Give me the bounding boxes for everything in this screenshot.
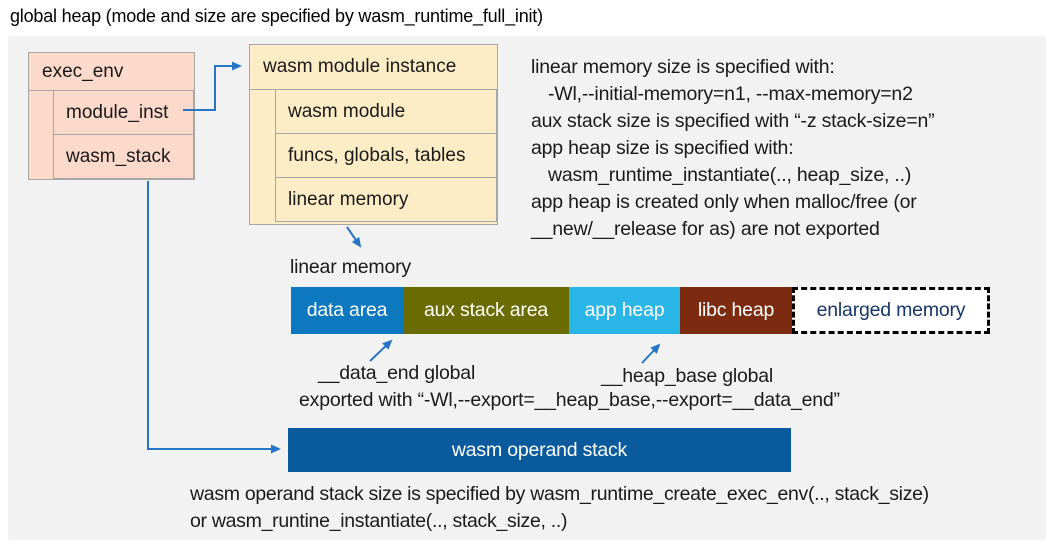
wasm-operand-stack-label: wasm operand stack [451, 438, 628, 461]
wasm-module-instance-box: wasm module instance wasm module funcs, … [249, 44, 498, 225]
operand-stack-notes: wasm operand stack size is specified by … [190, 481, 929, 535]
segment-libc-heap: libc heap [680, 287, 792, 334]
note-line: __new/__release for as) are not exported [531, 218, 880, 240]
linear-memory-bar-label: linear memory [290, 256, 411, 278]
note-line: or wasm_runtine_instantiate(.., stack_si… [190, 510, 568, 532]
module-row-wasm-module: wasm module [275, 89, 497, 134]
module-row-linear-memory: linear memory [275, 177, 497, 222]
exec-env-row-module-inst: module_inst [53, 90, 194, 135]
wasm-operand-stack-bar: wasm operand stack [288, 428, 791, 472]
data-end-global-label: __data_end global [318, 362, 476, 384]
note-line: linear memory size is specified with: [531, 56, 835, 78]
linear-memory-notes: linear memory size is specified with: -W… [531, 54, 935, 243]
note-line: -Wl,--initial-memory=n1, --max-memory=n2 [548, 83, 913, 105]
exec-env-body: module_inst wasm_stack [53, 90, 194, 179]
wasm-module-instance-body: wasm module funcs, globals, tables linea… [275, 89, 497, 222]
heap-base-global-label: __heap_base global [601, 365, 774, 387]
segment-data-area: data area [291, 287, 403, 334]
exec-env-row-wasm-stack: wasm_stack [53, 134, 194, 179]
segment-aux-stack-area: aux stack area [403, 287, 569, 334]
note-line: wasm_runtime_instantiate(.., heap_size, … [548, 164, 912, 186]
segment-enlarged-memory: enlarged memory [792, 287, 990, 334]
segment-app-heap: app heap [569, 287, 680, 334]
note-line: app heap size is specified with: [531, 137, 794, 159]
exec-env-box: exec_env module_inst wasm_stack [28, 52, 195, 180]
linear-memory-bar: data area aux stack area app heap libc h… [291, 287, 990, 334]
wasm-module-instance-header: wasm module instance [250, 45, 497, 90]
note-line: aux stack size is specified with “-z sta… [531, 110, 935, 132]
exec-env-header: exec_env [29, 53, 194, 91]
diagram-title: global heap (mode and size are specified… [10, 6, 543, 26]
note-line: app heap is created only when malloc/fre… [531, 191, 917, 213]
exported-with-label: exported with “-Wl,--export=__heap_base,… [299, 389, 840, 411]
note-line: wasm operand stack size is specified by … [190, 483, 929, 505]
module-row-funcs-globals-tables: funcs, globals, tables [275, 133, 497, 178]
